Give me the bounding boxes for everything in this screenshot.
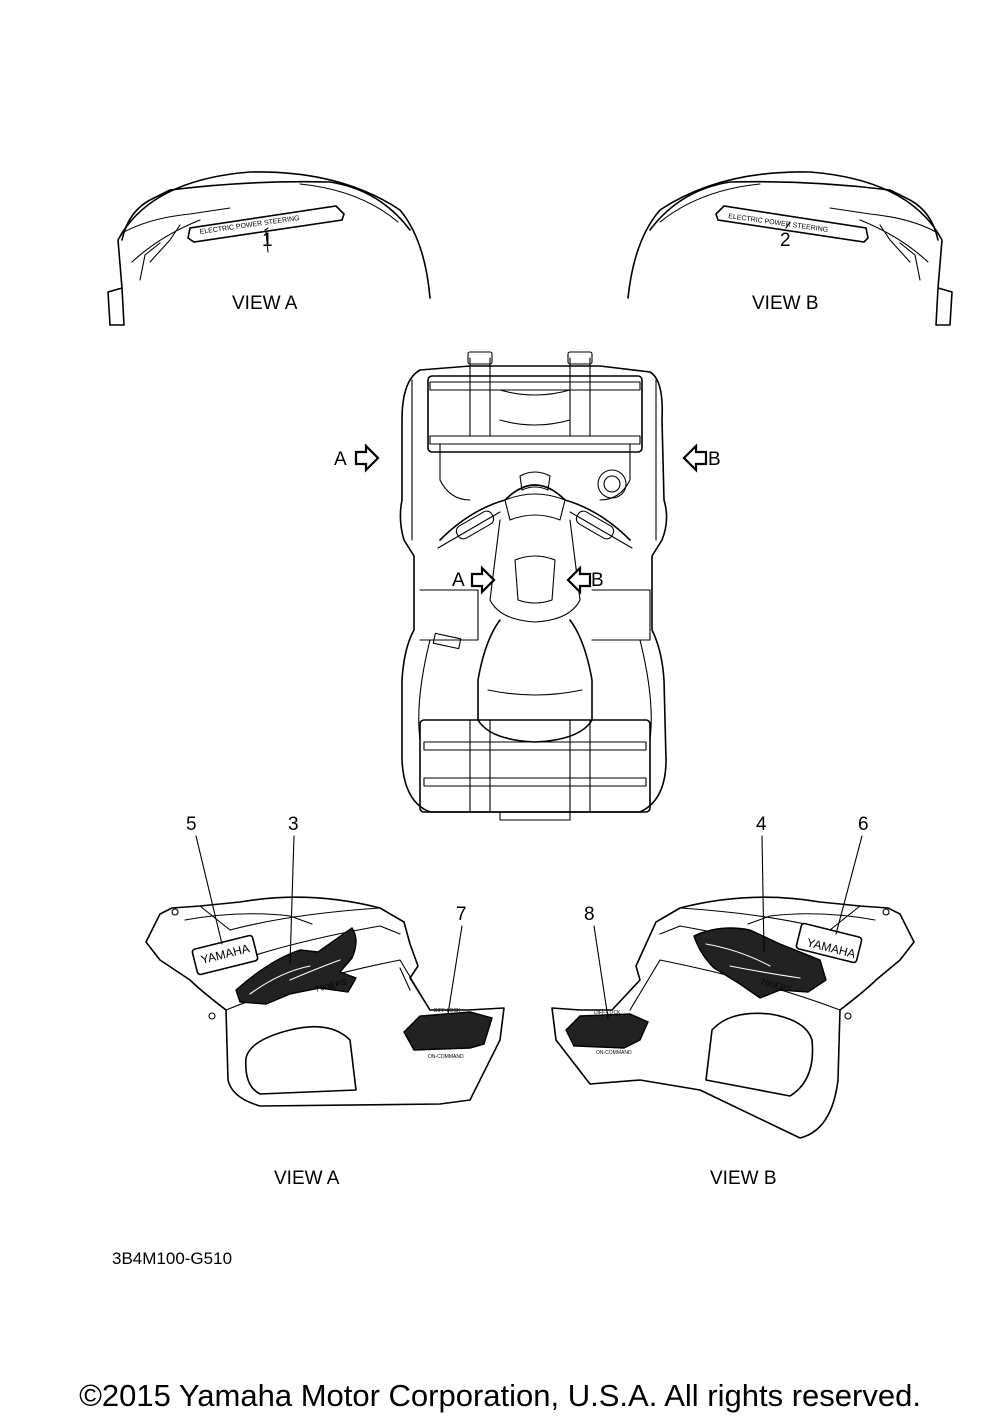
callout-1: 1 <box>262 230 273 251</box>
callout-8: 8 <box>584 904 595 925</box>
side-panel-left-view: YAMAHA 700EPS DIFF-LOCK ON-COMMAND <box>145 835 505 1107</box>
callout-3: 3 <box>288 814 299 835</box>
arrow-label-b-inner: B <box>591 570 604 591</box>
four-wd-left-bottom: ON-COMMAND <box>428 1054 464 1060</box>
leader-line-4 <box>761 835 765 953</box>
leader-line-3 <box>289 835 295 965</box>
view-label-top-left: VIEW A <box>232 293 298 314</box>
electric-power-steering-decal-right: ELECTRIC POWER STEERING <box>715 205 869 243</box>
front-fender-right-view: ELECTRIC POWER STEERING <box>627 171 953 326</box>
part-code: 3B4M100-G510 <box>112 1249 232 1268</box>
callout-2: 2 <box>780 230 791 251</box>
copyright-notice: ©2015 Yamaha Motor Corporation, U.S.A. A… <box>79 1378 921 1413</box>
leader-line-8 <box>593 925 609 1019</box>
four-wd-decal-left: DIFF-LOCK ON-COMMAND <box>403 1008 493 1060</box>
arrow-label-a-outer: A <box>334 449 347 470</box>
arrow-label-a-inner: A <box>452 570 465 591</box>
callout-4: 4 <box>756 814 767 835</box>
view-label-bottom-left: VIEW A <box>274 1168 340 1189</box>
four-wd-left-top: DIFF-LOCK <box>434 1008 461 1014</box>
leader-line-5 <box>195 835 223 945</box>
grizzly-logo-decal-right: 700EPS <box>693 927 827 999</box>
view-label-bottom-right: VIEW B <box>710 1168 777 1189</box>
four-wd-right-bottom: ON-COMMAND <box>596 1050 632 1056</box>
side-panel-right-view: YAMAHA 700EPS DIFF-LOCK ON-COMMAND <box>551 835 915 1139</box>
leader-line-6 <box>835 835 863 935</box>
callout-6: 6 <box>858 814 869 835</box>
leader-line-2 <box>785 221 791 229</box>
view-arrow-b-inner <box>566 565 592 595</box>
view-arrow-a-outer <box>354 443 380 473</box>
leader-line-1 <box>265 231 269 253</box>
view-arrow-b-outer <box>682 443 708 473</box>
leader-line-7 <box>447 925 463 1015</box>
atv-top-view <box>399 351 668 821</box>
view-arrow-a-inner <box>470 565 496 595</box>
view-label-top-right: VIEW B <box>752 293 819 314</box>
front-fender-left-view: ELECTRIC POWER STEERING <box>107 171 431 326</box>
arrow-label-b-outer: B <box>708 449 721 470</box>
callout-7: 7 <box>456 904 467 925</box>
yamaha-decal-left: YAMAHA <box>191 934 259 976</box>
four-wd-decal-right: DIFF-LOCK ON-COMMAND <box>565 1010 649 1056</box>
grizzly-logo-decal-left: 700EPS <box>235 927 358 1005</box>
callout-5: 5 <box>186 814 197 835</box>
